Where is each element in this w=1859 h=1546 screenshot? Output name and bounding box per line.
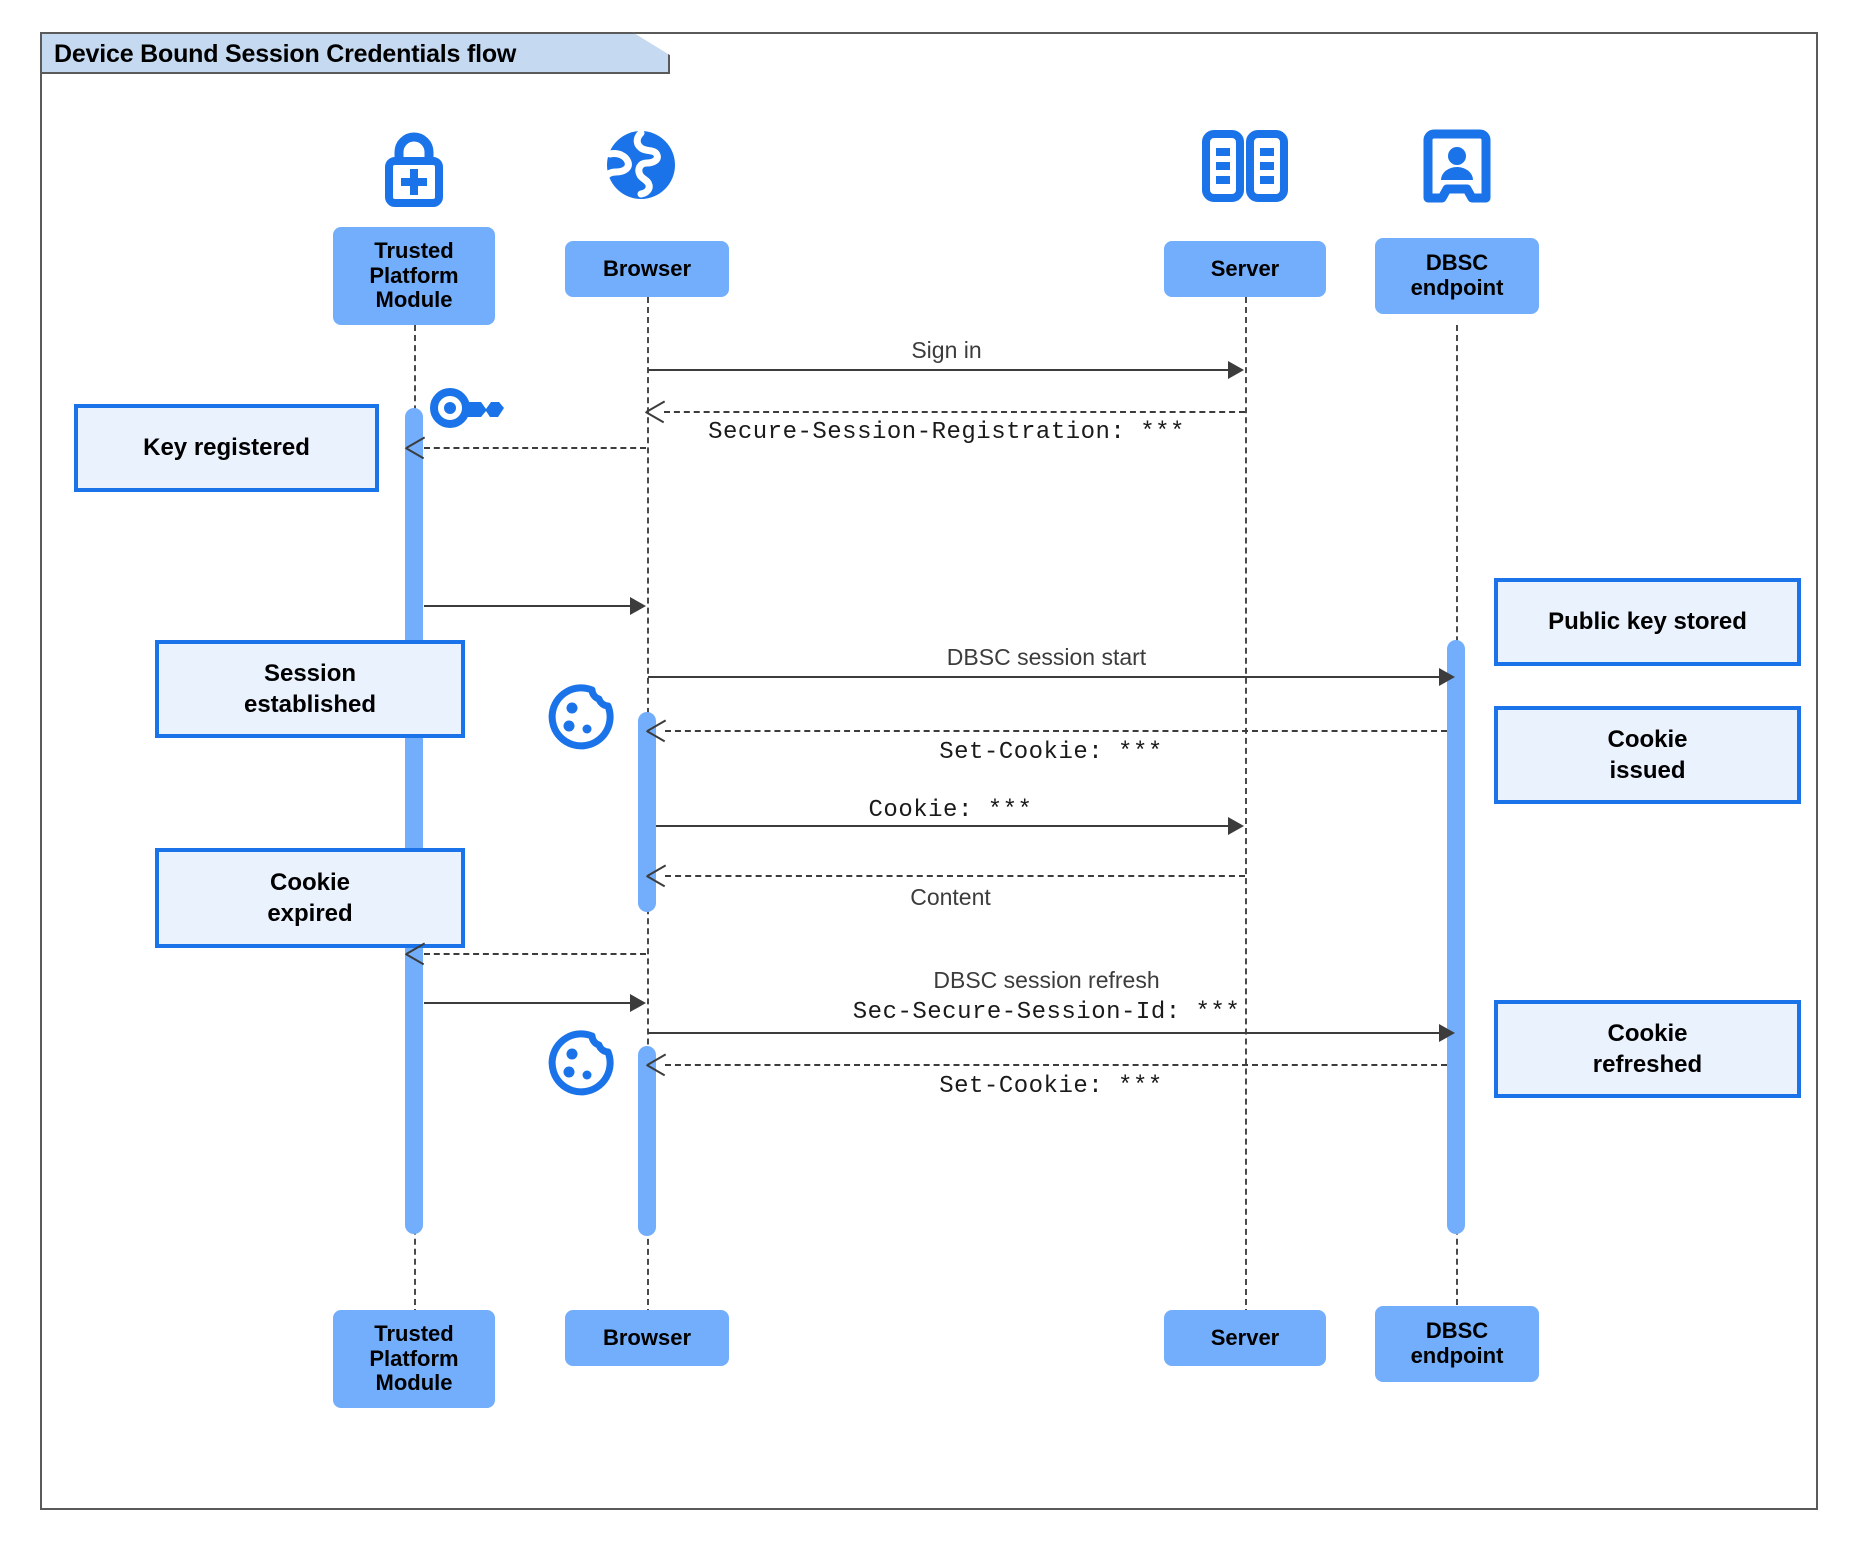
message-label-set-cookie-2: Set-Cookie: *** <box>939 1073 1163 1100</box>
note-key-registered: Key registered <box>74 404 379 492</box>
message-line-content <box>665 875 1245 877</box>
globe-icon <box>600 126 682 209</box>
key-icon <box>428 383 504 438</box>
note-session-established: Session established <box>155 640 465 738</box>
arrowhead-content <box>647 864 667 886</box>
message-line-dbsc-session-refresh <box>648 1032 1439 1034</box>
message-line-sign-in <box>648 369 1228 371</box>
message-line-dbsc-session-start <box>648 676 1439 678</box>
server-rack-icon <box>1200 130 1290 207</box>
lock-plus-icon <box>371 128 457 213</box>
arrowhead-key-to-browser <box>630 597 646 615</box>
message-label-cookie: Cookie: *** <box>868 797 1033 824</box>
id-badge-icon <box>1422 128 1492 213</box>
arrowhead-tpm-sign-refresh <box>630 994 646 1012</box>
message-label-dbsc-session-refresh: DBSC session refresh <box>933 967 1160 993</box>
participant-browser-top[interactable]: Browser <box>565 241 729 297</box>
participant-tpm-top[interactable]: Trusted Platform Module <box>333 227 495 325</box>
activation-bar-tpm <box>405 408 423 1234</box>
participant-tpm-bottom[interactable]: Trusted Platform Module <box>333 1310 495 1408</box>
message-line-tpm-sign-refresh <box>424 1002 638 1004</box>
participant-dbsc-bottom[interactable]: DBSC endpoint <box>1375 1306 1539 1382</box>
arrowhead-cookie-expired-signal <box>406 942 426 964</box>
message-label-secure-session-registration: Secure-Session-Registration: *** <box>708 419 1185 446</box>
message-line-set-cookie-2 <box>665 1064 1447 1066</box>
participant-server-bottom[interactable]: Server <box>1164 1310 1326 1366</box>
activation-bar-dbsc <box>1447 640 1465 1234</box>
participant-server-top[interactable]: Server <box>1164 241 1326 297</box>
message-label-sign-in: Sign in <box>911 337 982 363</box>
cookie-icon-2 <box>548 1030 614 1101</box>
activation-bar-browser-1 <box>638 712 656 912</box>
cookie-icon-1 <box>548 684 614 755</box>
arrowhead-cookie <box>1228 817 1244 835</box>
participant-browser-bottom[interactable]: Browser <box>565 1310 729 1366</box>
lifeline-server <box>1245 287 1247 1315</box>
arrowhead-dbsc-session-start <box>1439 668 1455 686</box>
message-label-dbsc-session-start: DBSC session start <box>946 644 1147 670</box>
message-line-key-to-browser <box>424 605 638 607</box>
arrowhead-set-cookie-1 <box>647 719 667 741</box>
note-cookie-expired: Cookie expired <box>155 848 465 948</box>
message-line-cookie-expired-signal <box>424 953 646 955</box>
message-label-sec-secure-session-id: Sec-Secure-Session-Id: *** <box>852 999 1241 1026</box>
note-cookie-issued: Cookie issued <box>1494 706 1801 804</box>
message-label-content: Content <box>910 884 991 910</box>
note-public-key-stored: Public key stored <box>1494 578 1801 666</box>
note-cookie-refreshed: Cookie refreshed <box>1494 1000 1801 1098</box>
page-title: Device Bound Session Credentials flow <box>54 40 517 68</box>
message-label-set-cookie-1: Set-Cookie: *** <box>939 739 1163 766</box>
message-line-register-key <box>424 447 646 449</box>
message-line-cookie <box>656 825 1228 827</box>
activation-bar-browser-2 <box>638 1046 656 1236</box>
arrowhead-sign-in <box>1228 361 1244 379</box>
diagram-title-tab <box>40 32 670 74</box>
message-line-set-cookie-1 <box>665 730 1447 732</box>
message-line-secure-session-registration <box>664 411 1245 413</box>
participant-dbsc-top[interactable]: DBSC endpoint <box>1375 238 1539 314</box>
arrowhead-register-key <box>406 436 426 458</box>
arrowhead-set-cookie-2 <box>647 1053 667 1075</box>
arrowhead-dbsc-session-refresh <box>1439 1024 1455 1042</box>
